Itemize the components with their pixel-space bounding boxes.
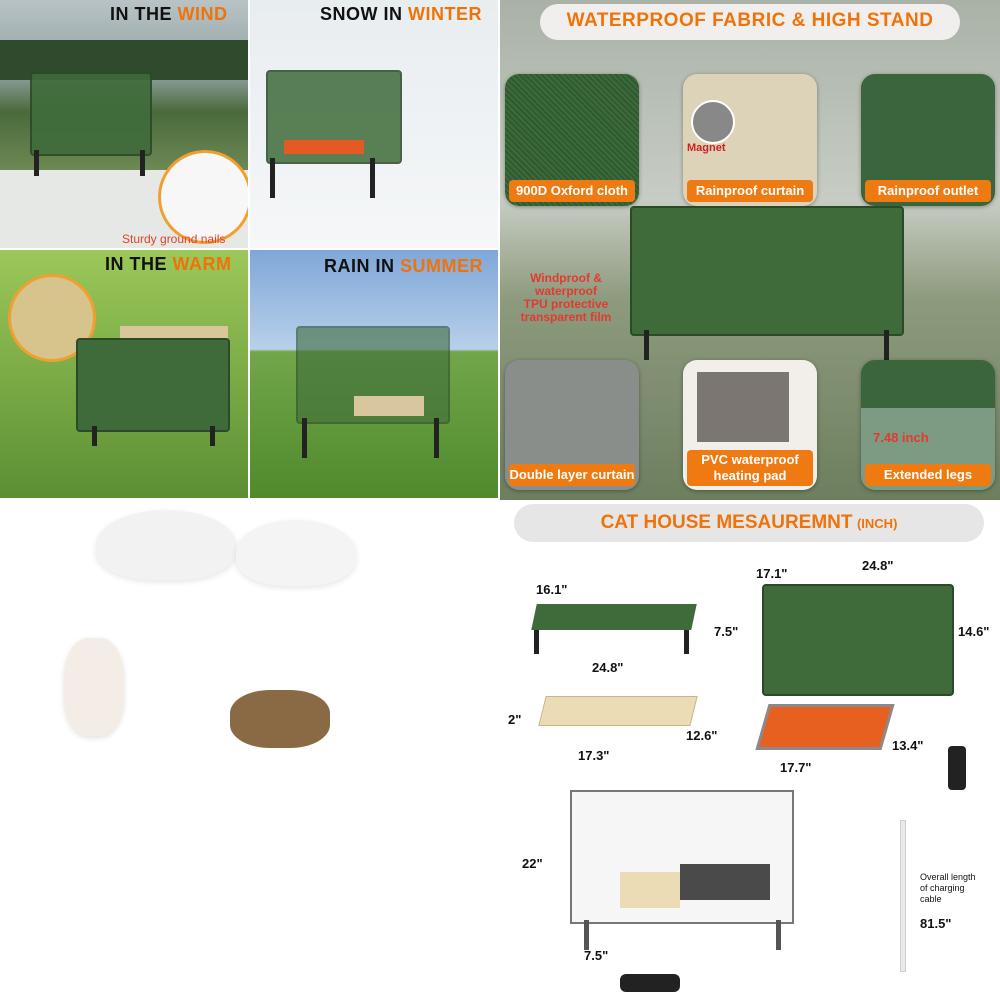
panel-wind: IN THE WIND Sturdy ground nails	[0, 0, 248, 248]
bed-height: 7.5"	[714, 624, 739, 639]
header-banner	[540, 4, 960, 40]
feature-card-curtain: Magnet Rainproof curtain	[683, 74, 817, 206]
frame-leg	[776, 920, 781, 950]
frame-leg	[584, 920, 589, 950]
house-leg	[34, 150, 39, 176]
cat-house	[76, 338, 230, 432]
feature-label: Double layer curtain	[509, 464, 635, 486]
panel-title: IN THE WARM	[105, 254, 232, 274]
feature-label: 900D Oxford cloth	[509, 180, 635, 202]
cushion-width: 17.3"	[578, 748, 610, 763]
magnet-zoom	[691, 100, 735, 144]
frame-height: 22"	[522, 856, 543, 871]
tabby-cat	[230, 690, 330, 748]
header-banner	[514, 504, 984, 542]
house-leg	[644, 330, 649, 360]
house-leg	[302, 418, 307, 458]
feature-card-outlet: Rainproof outlet	[861, 74, 995, 206]
house-leg	[92, 426, 97, 446]
panel-title: RAIN IN SUMMER	[324, 256, 483, 276]
calico-kitten	[64, 638, 124, 736]
magnet-label: Magnet	[687, 142, 726, 154]
house-height: 14.6"	[958, 624, 990, 639]
frame-pad	[680, 864, 770, 900]
house-leg	[270, 158, 275, 198]
house-leg	[884, 330, 889, 360]
header-main: CAT HOUSE MESAUREMNT	[600, 512, 853, 533]
panel-winter: SNOW IN WINTER	[250, 0, 498, 248]
white-cat	[236, 520, 356, 586]
panel-summer: RAIN IN SUMMER	[250, 250, 498, 498]
cable-label: Overall length of charging cable	[920, 872, 976, 904]
panel-waterproof: WATERPROOF FABRIC & HIGH STAND 900D Oxfo…	[500, 0, 1000, 500]
ground-nail-note: Sturdy ground nails	[122, 232, 226, 246]
panel-cats	[0, 500, 500, 1000]
feature-label: Rainproof outlet	[865, 180, 991, 202]
header-title: CAT HOUSE MESAUREMNT (INCH)	[514, 512, 984, 534]
cushion-top	[120, 326, 228, 340]
open-frame	[570, 790, 794, 924]
tpu-note: Windproof & waterproof TPU protective tr…	[520, 271, 612, 324]
raised-bed	[531, 604, 697, 630]
cable-length: 81.5"	[920, 916, 952, 931]
house-width: 24.8"	[862, 558, 894, 573]
cushion-thick: 2"	[508, 712, 522, 727]
bed-depth: 16.1"	[536, 582, 568, 597]
cushion	[538, 696, 698, 726]
house-depth: 17.1"	[756, 566, 788, 581]
heating-pad	[284, 140, 364, 154]
heating-pad	[755, 704, 895, 750]
header-title: WATERPROOF FABRIC & HIGH STAND	[566, 10, 934, 31]
feature-label: Rainproof curtain	[687, 180, 813, 202]
feature-card-heating-pad: PVC waterproof heating pad	[683, 360, 817, 490]
feature-label: Extended legs	[865, 464, 991, 486]
controller	[948, 746, 966, 790]
header-unit: (INCH)	[856, 516, 898, 531]
cat-house	[30, 72, 152, 156]
white-cat	[96, 510, 236, 580]
panel-title: IN THE WIND	[110, 4, 228, 24]
cushion-depth: 12.6"	[686, 728, 718, 743]
cat-house-closed	[762, 584, 954, 696]
house-leg	[210, 426, 215, 446]
leg-height: 7.48 inch	[873, 430, 929, 445]
frame-leg-height: 7.5"	[584, 948, 609, 963]
pad-image	[697, 372, 789, 442]
bed-leg	[534, 630, 539, 654]
panel-measurement: CAT HOUSE MESAUREMNT (INCH) 16.1" 7.5" 2…	[500, 500, 1000, 1000]
feature-card-double-curtain: Double layer curtain	[505, 360, 639, 490]
cable-line	[900, 820, 906, 972]
house-corner	[861, 360, 995, 408]
bed-leg	[684, 630, 689, 654]
cat-house	[630, 206, 904, 336]
feature-label: PVC waterproof heating pad	[687, 450, 813, 486]
house-leg	[370, 158, 375, 198]
panel-title: SNOW IN WINTER	[320, 4, 482, 24]
house-leg	[140, 150, 145, 176]
cushion	[354, 396, 424, 416]
frame-controller	[620, 974, 680, 992]
ground-nail-zoom	[158, 150, 248, 244]
bed-width: 24.8"	[592, 660, 624, 675]
frame-cushion	[620, 872, 680, 908]
panel-warm: IN THE WARM	[0, 250, 248, 498]
pad-depth: 13.4"	[892, 738, 924, 753]
pad-width: 17.7"	[780, 760, 812, 775]
feature-card-oxford: 900D Oxford cloth	[505, 74, 639, 206]
feature-card-legs: 7.48 inch Extended legs	[861, 360, 995, 490]
house-leg	[434, 418, 439, 458]
